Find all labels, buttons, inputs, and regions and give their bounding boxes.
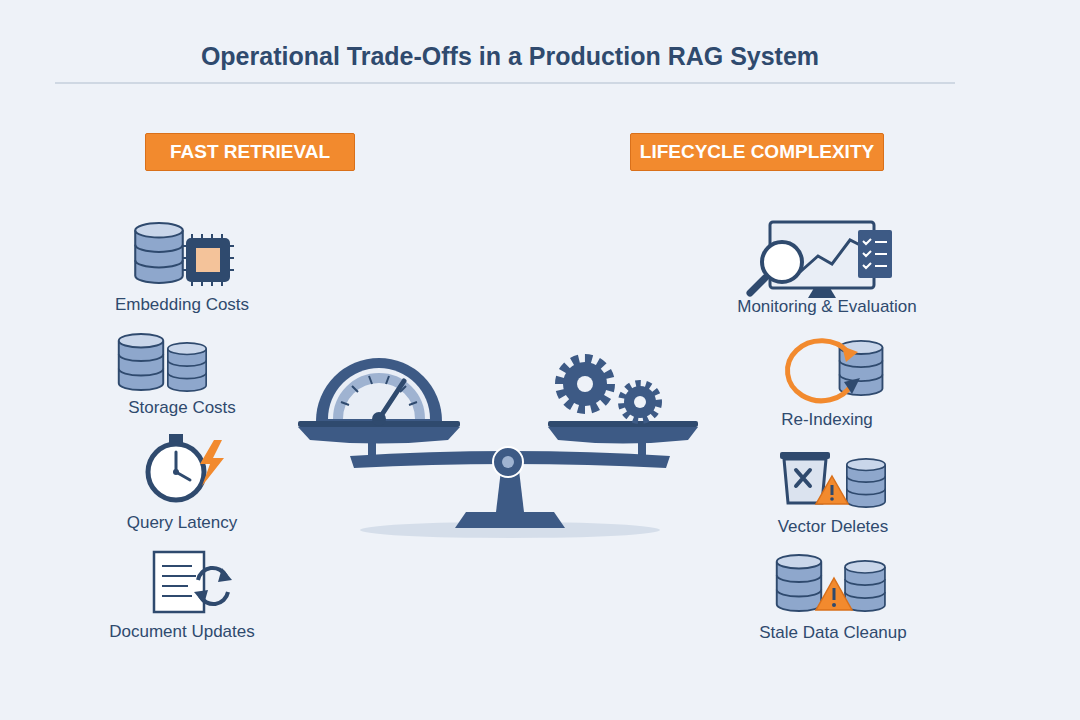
item-label: Stale Data Cleanup: [683, 623, 983, 643]
balance-scale: [316, 358, 442, 421]
reindex-icon: [844, 378, 860, 394]
balance-scale: [548, 421, 698, 427]
stopwatch-icon: [148, 434, 224, 500]
category-header: FAST RETRIEVAL: [145, 133, 355, 171]
delete-icon: [831, 485, 834, 495]
document-icon: [194, 590, 208, 604]
balance-scale: [455, 512, 565, 528]
embedding-icon: [186, 238, 230, 282]
stale-data-icon: [845, 561, 885, 611]
embedding-icon: [135, 223, 234, 286]
monitoring-icon: [800, 240, 862, 272]
balance-scale: [493, 447, 523, 477]
monitoring-icon: [858, 230, 892, 278]
header-text: LIFECYCLE COMPLEXITY: [640, 141, 874, 163]
storage-icon: [119, 334, 206, 391]
balance-scale: [622, 384, 658, 420]
delete-icon: [847, 459, 885, 507]
stopwatch-icon: [200, 440, 224, 486]
stopwatch-icon: [173, 469, 179, 475]
monitoring-icon: [808, 288, 836, 298]
stopwatch-icon: [148, 444, 204, 500]
monitoring-icon: [750, 222, 892, 298]
item-label: Query Latency: [32, 513, 332, 533]
header-text: FAST RETRIEVAL: [170, 141, 330, 163]
balance-scale: [328, 368, 430, 419]
delete-icon: [796, 470, 810, 486]
item-label: Re-Indexing: [677, 410, 977, 430]
balance-scale: [548, 427, 698, 444]
balance-scale: [563, 362, 607, 406]
document-icon: [154, 552, 204, 612]
balance-scale: [298, 427, 460, 444]
item-label: Document Updates: [32, 622, 332, 642]
embedding-icon: [135, 223, 183, 283]
stopwatch-icon: [176, 452, 190, 480]
monitoring-icon: [863, 239, 887, 268]
reindex-icon: [840, 341, 883, 395]
title-rule: [55, 82, 955, 84]
delete-icon: [780, 452, 885, 507]
stale-data-icon: [833, 588, 836, 600]
storage-icon: [168, 343, 206, 391]
stale-data-icon: [777, 555, 821, 611]
delete-icon: [830, 497, 834, 501]
document-icon: [162, 566, 196, 596]
balance-scale: [624, 386, 656, 418]
item-label: Monitoring & Evaluation: [677, 297, 977, 317]
balance-scale: [634, 396, 646, 408]
stale-data-icon: [777, 555, 885, 611]
balance-scale: [577, 376, 593, 392]
reindex-icon: [842, 346, 858, 362]
reindex-icon: [787, 341, 882, 401]
item-label: Embedding Costs: [32, 295, 332, 315]
reindex-icon: [787, 341, 852, 401]
monitoring-icon: [750, 278, 765, 293]
item-label: Vector Deletes: [683, 517, 983, 537]
diagram-title: Operational Trade-Offs in a Production R…: [0, 42, 1020, 71]
delete-icon: [816, 476, 848, 504]
balance-scale: [372, 412, 386, 426]
item-label: Storage Costs: [32, 398, 332, 418]
embedding-icon: [196, 248, 220, 272]
stale-data-icon: [816, 578, 852, 610]
document-icon: [154, 552, 232, 612]
balance-scale: [298, 358, 698, 538]
monitoring-icon: [762, 242, 802, 282]
balance-scale: [502, 456, 514, 468]
storage-icon: [119, 334, 163, 390]
embedding-icon: [182, 234, 234, 286]
document-icon: [218, 568, 232, 582]
category-header: LIFECYCLE COMPLEXITY: [630, 133, 884, 171]
balance-scale: [560, 359, 610, 409]
stale-data-icon: [832, 603, 836, 607]
